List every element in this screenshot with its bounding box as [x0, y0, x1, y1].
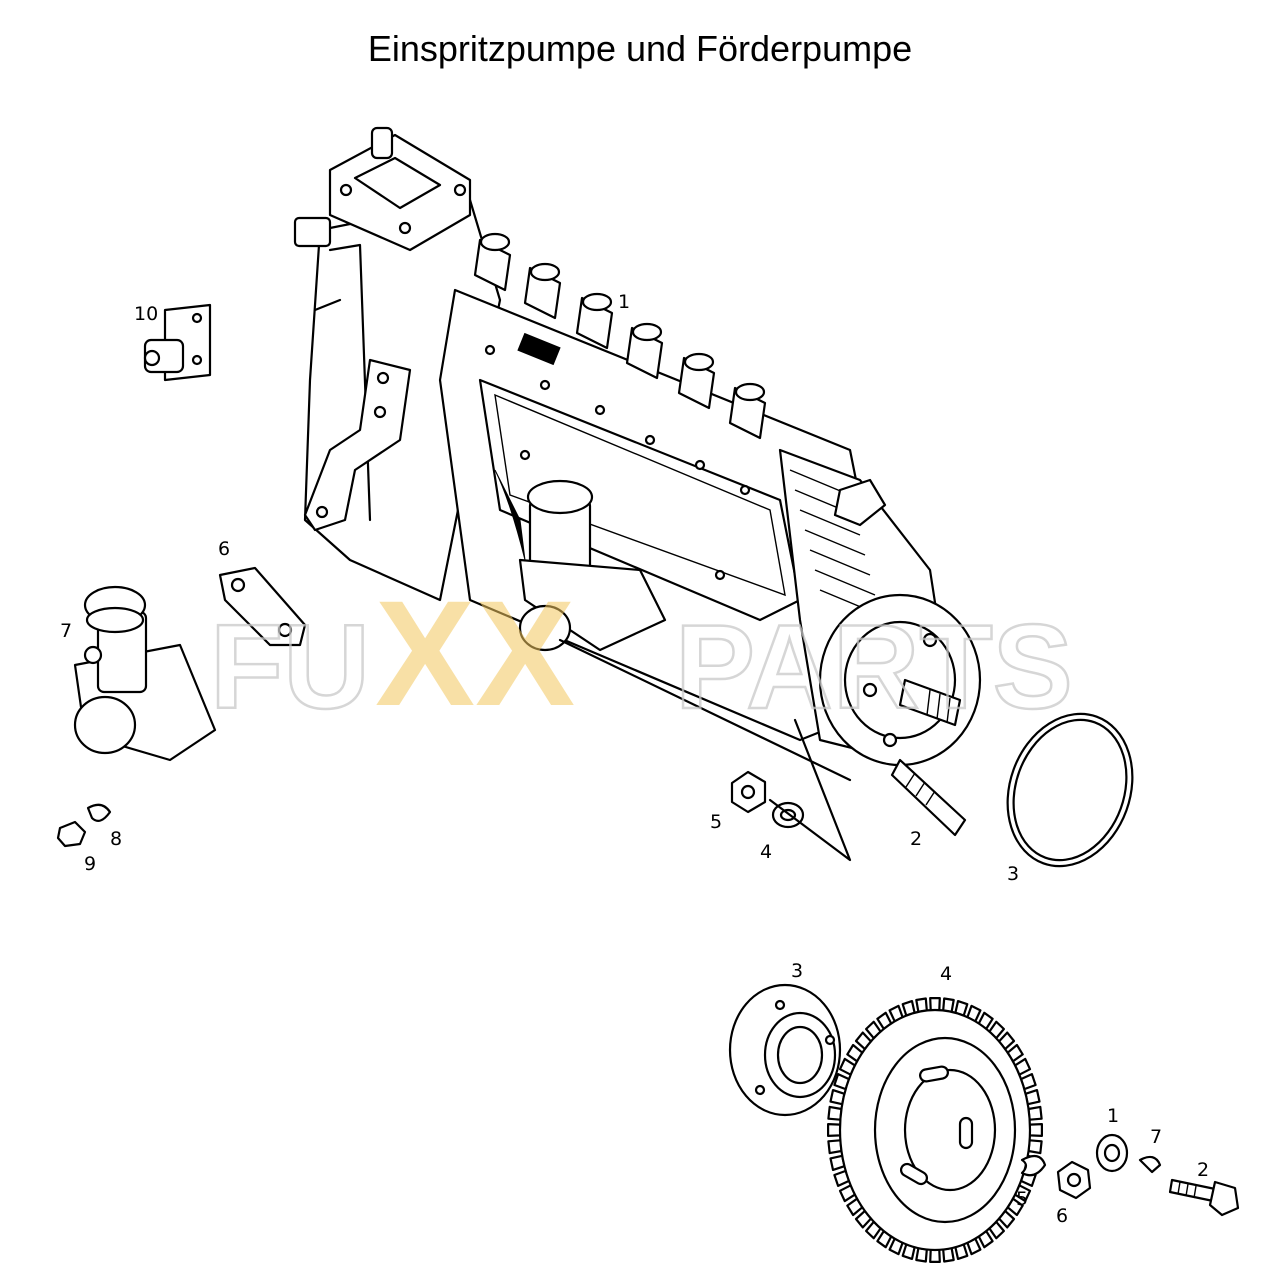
callout-10: 10: [134, 303, 158, 325]
part-7-feed-pump: [73, 585, 217, 762]
pump-callouts: 1 2 3 4 5 6 7 8 9 10: [60, 291, 1019, 885]
watermark-middle: XX: [375, 569, 575, 737]
gear-callout-4: 4: [940, 963, 952, 985]
callout-9: 9: [84, 853, 96, 875]
gear-callouts: 1 2 3 4 5 6 7: [791, 960, 1209, 1227]
gear-callout-1: 1: [1107, 1105, 1119, 1127]
watermark: FU XX PARTS: [209, 569, 1074, 737]
part-10-plunger: [143, 303, 212, 382]
page-title: Einspritzpumpe und Förderpumpe: [367, 28, 913, 69]
callout-6: 6: [218, 538, 230, 560]
callout-8: 8: [110, 828, 122, 850]
callout-7: 7: [60, 620, 72, 642]
injection-pump: [293, 126, 982, 782]
gear-tooth: [1028, 1123, 1043, 1137]
watermark-right: PARTS: [675, 600, 1073, 734]
callout-4: 4: [760, 841, 772, 863]
parts-8-9-hardware: [56, 803, 112, 848]
gear-assembly: [728, 983, 1240, 1263]
callout-2: 2: [910, 828, 922, 850]
callout-1: 1: [618, 291, 630, 313]
gear-callout-2: 2: [1197, 1159, 1209, 1181]
gear-callout-6: 6: [1056, 1205, 1068, 1227]
gear-tooth: [827, 1123, 842, 1137]
gear-callout-3: 3: [791, 960, 803, 982]
callout-3: 3: [1007, 863, 1019, 885]
gear-tooth: [929, 997, 941, 1012]
gear-tooth: [929, 1248, 941, 1263]
gear-callout-5: 5: [1016, 1188, 1028, 1210]
callout-5: 5: [710, 811, 722, 833]
gear-callout-7: 7: [1150, 1126, 1162, 1148]
part-6-gasket: [218, 566, 307, 647]
watermark-left: FU: [210, 600, 370, 734]
pump-hardware: [730, 712, 1134, 868]
